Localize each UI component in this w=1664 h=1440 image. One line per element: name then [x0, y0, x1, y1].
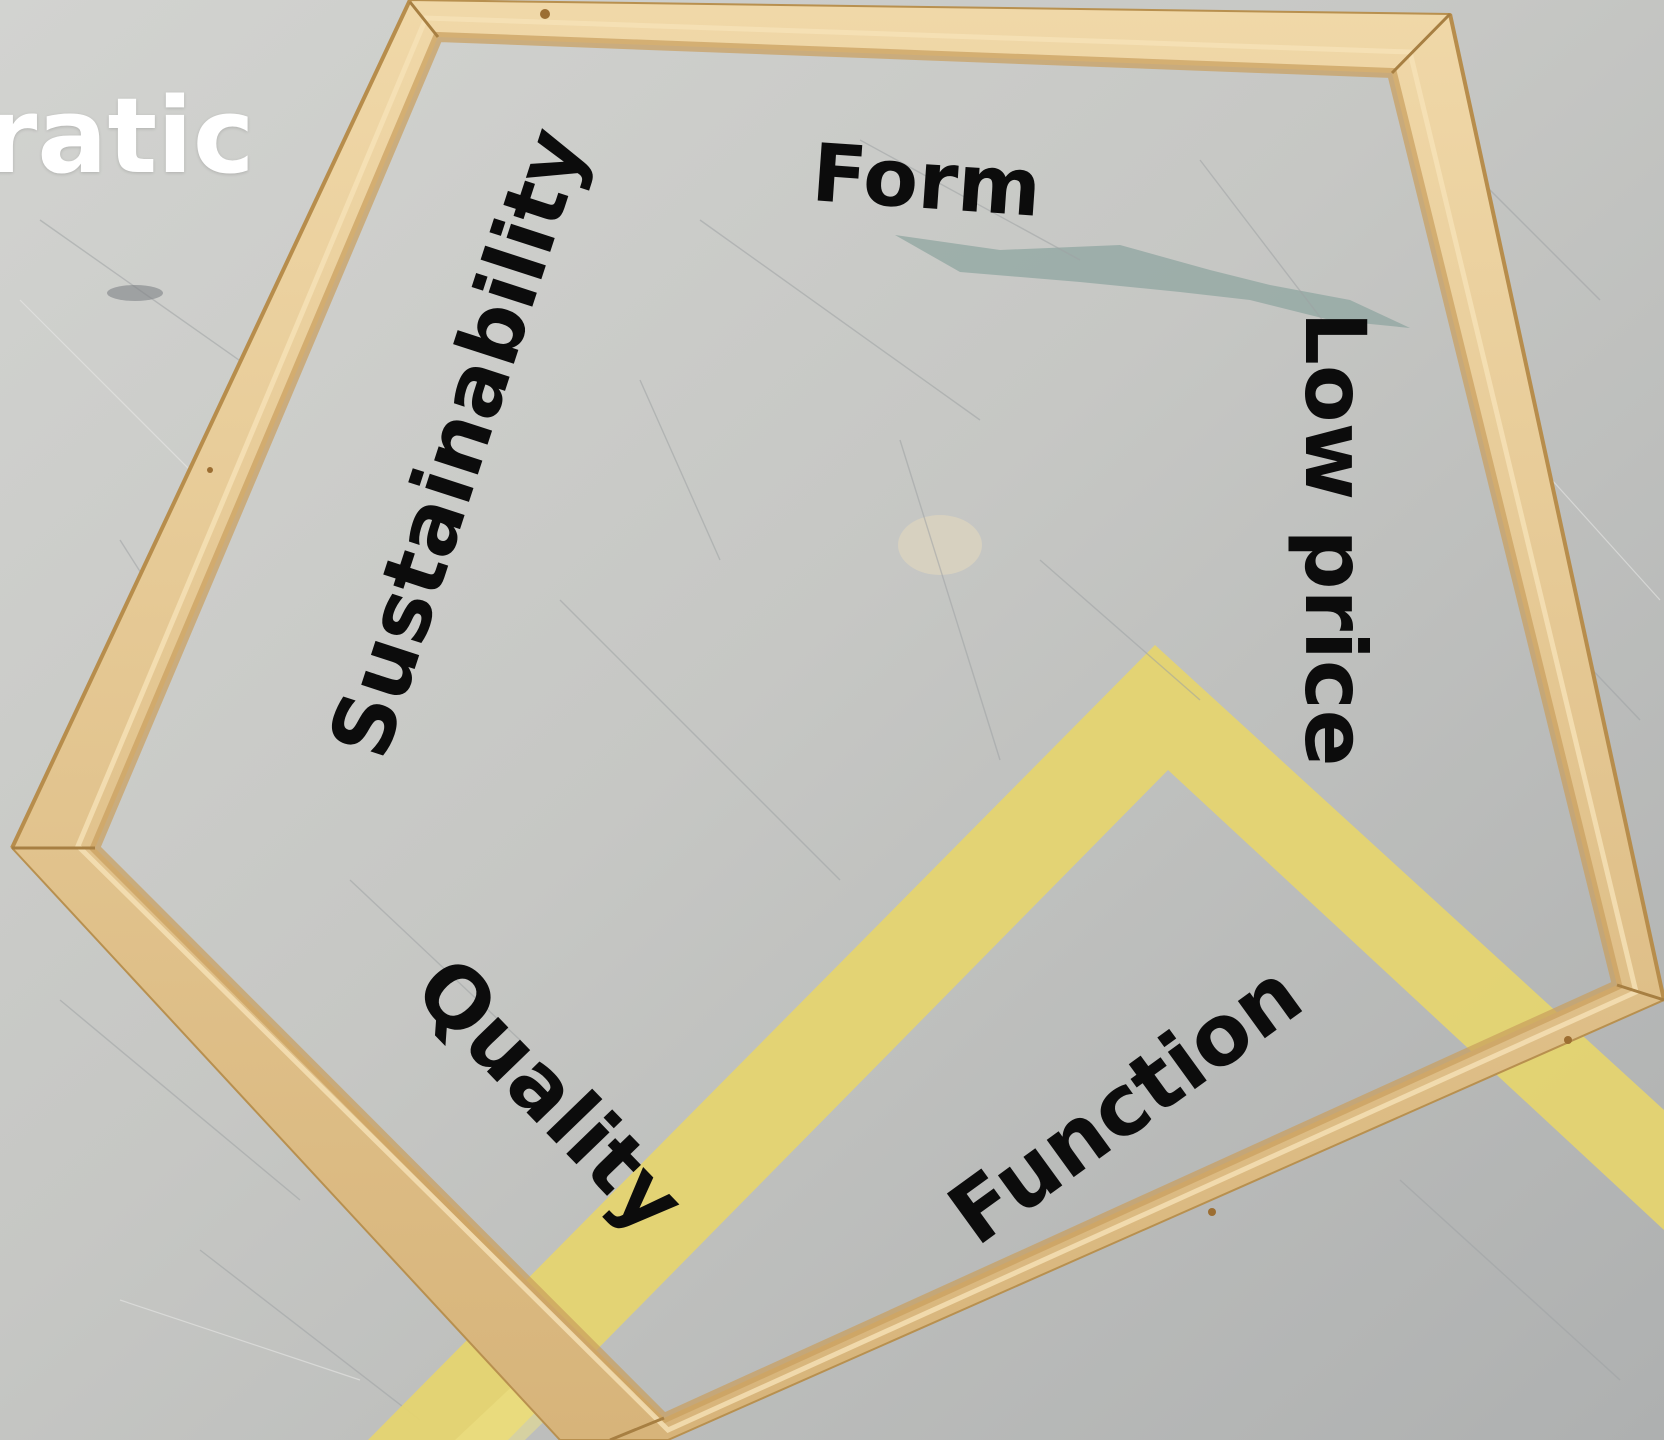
partial-title-text: ratic: [0, 75, 255, 197]
label-low-price: Low price: [1286, 311, 1384, 767]
wooden-pentagon-frame: [10, 0, 1664, 1440]
floor-mark: [107, 285, 163, 301]
label-form: Form: [809, 126, 1045, 235]
